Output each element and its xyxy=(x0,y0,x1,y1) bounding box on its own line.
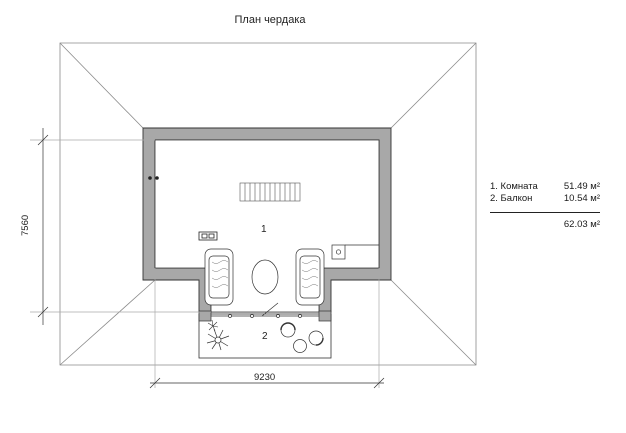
plant-small xyxy=(207,319,219,332)
balcony-table xyxy=(293,339,307,353)
staircase xyxy=(239,182,301,202)
roof-outline xyxy=(59,42,477,366)
total-area: 62.03 м² xyxy=(563,219,600,230)
room-area: 10.54 м² xyxy=(563,193,600,204)
balcony-post-right xyxy=(318,310,332,322)
explication-row: 2. Балкон 10.54 м² xyxy=(490,193,600,205)
dimension-vertical xyxy=(30,128,211,325)
total-divider xyxy=(490,212,600,213)
plant-left xyxy=(206,328,230,351)
balcony-door xyxy=(211,302,319,318)
dimension-horizontal xyxy=(149,268,385,389)
balcony-post-left xyxy=(198,310,212,322)
coffee-table xyxy=(251,259,279,295)
armchair-left xyxy=(204,248,234,306)
balcony-chair-1 xyxy=(280,322,296,338)
room-2-label: 2 xyxy=(262,331,268,342)
dimension-width-label: 9230 xyxy=(254,372,276,383)
balcony-chair-2 xyxy=(308,330,324,346)
heater-unit xyxy=(198,231,218,241)
room-name: 2. Балкон xyxy=(490,193,533,204)
wall-fixture xyxy=(148,176,159,180)
room-1-label: 1 xyxy=(261,224,267,235)
plan-title: План чердака xyxy=(234,14,306,26)
explication-row: 1. Комната 51.49 м² xyxy=(490,181,600,193)
dimension-height-label: 7560 xyxy=(20,214,31,236)
room-name: 1. Комната xyxy=(490,181,538,192)
explication-table: 1. Комната 51.49 м² 2. Балкон 10.54 м² 6… xyxy=(490,181,600,231)
room-area: 51.49 м² xyxy=(563,181,600,192)
cabinet xyxy=(331,244,379,260)
armchair-right xyxy=(295,248,325,306)
